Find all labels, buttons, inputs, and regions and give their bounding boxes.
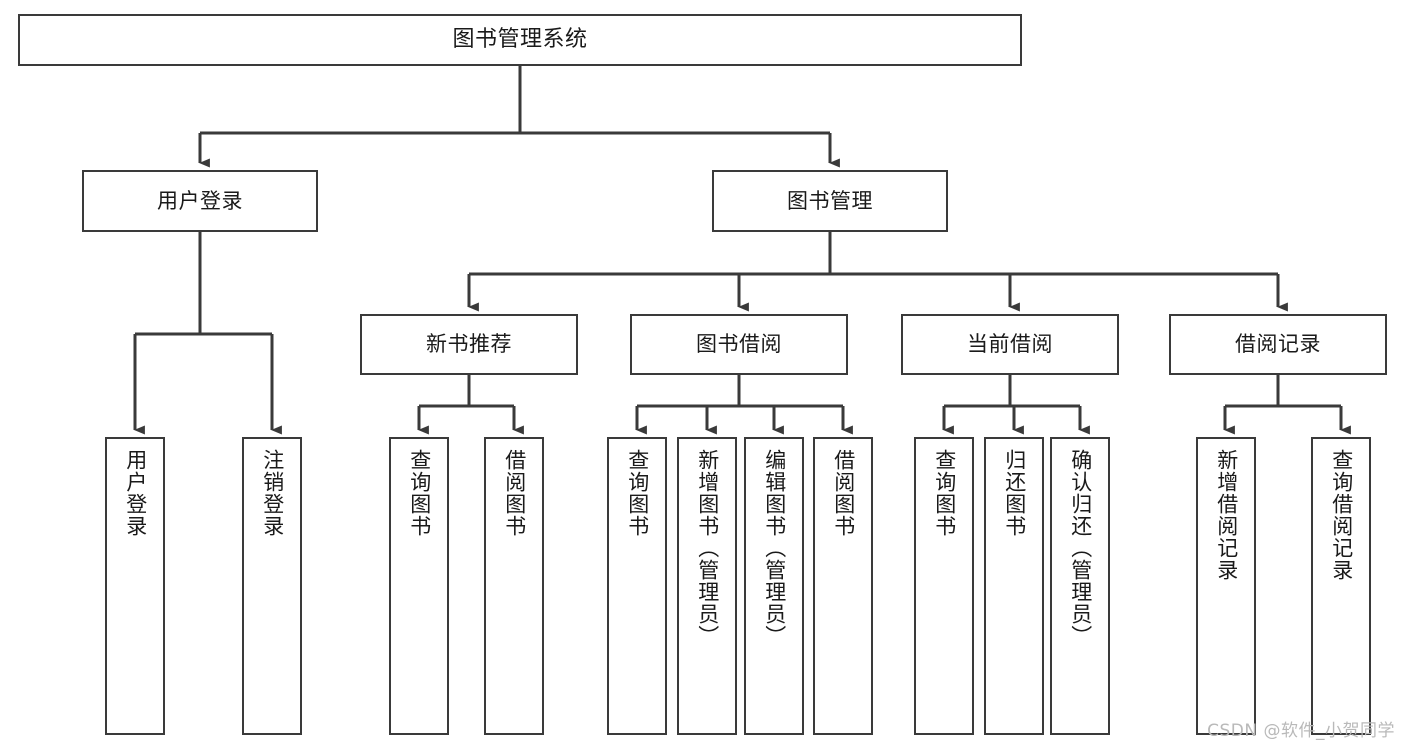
node-leaf-logout-login[interactable]: 注销登录 (242, 437, 302, 735)
node-leaf-query-book-3-label: 查询图书 (932, 449, 957, 537)
node-leaf-user-login-label: 用户登录 (123, 449, 148, 537)
node-leaf-query-record-label: 查询借阅记录 (1329, 449, 1354, 581)
node-current-borrow[interactable]: 当前借阅 (901, 314, 1119, 375)
node-leaf-query-book-2[interactable]: 查询图书 (607, 437, 667, 735)
node-new-book-recommend-label: 新书推荐 (426, 332, 512, 357)
node-leaf-borrow-book-1-label: 借阅图书 (502, 449, 527, 537)
node-root-label: 图书管理系统 (452, 27, 588, 53)
node-leaf-borrow-book-2[interactable]: 借阅图书 (813, 437, 873, 735)
node-leaf-return-book[interactable]: 归还图书 (984, 437, 1044, 735)
node-book-manage[interactable]: 图书管理 (712, 170, 948, 232)
node-leaf-return-book-label: 归还图书 (1002, 449, 1027, 537)
node-book-borrow-label: 图书借阅 (696, 332, 782, 357)
node-leaf-edit-book[interactable]: 编辑图书（管理员） (744, 437, 804, 735)
node-new-book-recommend[interactable]: 新书推荐 (360, 314, 578, 375)
node-leaf-query-book-1[interactable]: 查询图书 (389, 437, 449, 735)
node-leaf-query-book-2-label: 查询图书 (625, 449, 650, 537)
node-leaf-user-login[interactable]: 用户登录 (105, 437, 165, 735)
node-current-borrow-label: 当前借阅 (967, 332, 1053, 357)
node-leaf-add-book-label: 新增图书（管理员） (695, 449, 720, 647)
node-user-login[interactable]: 用户登录 (82, 170, 318, 232)
node-borrow-record-label: 借阅记录 (1235, 332, 1321, 357)
node-leaf-logout-login-label: 注销登录 (260, 449, 285, 537)
node-book-manage-label: 图书管理 (787, 188, 873, 213)
node-root[interactable]: 图书管理系统 (18, 14, 1022, 66)
node-leaf-add-book[interactable]: 新增图书（管理员） (677, 437, 737, 735)
node-leaf-confirm-return[interactable]: 确认归还（管理员） (1050, 437, 1110, 735)
node-borrow-record[interactable]: 借阅记录 (1169, 314, 1387, 375)
node-leaf-borrow-book-2-label: 借阅图书 (831, 449, 856, 537)
node-user-login-label: 用户登录 (157, 188, 243, 213)
node-book-borrow[interactable]: 图书借阅 (630, 314, 848, 375)
node-leaf-add-record[interactable]: 新增借阅记录 (1196, 437, 1256, 735)
node-leaf-edit-book-label: 编辑图书（管理员） (762, 449, 787, 647)
node-leaf-add-record-label: 新增借阅记录 (1214, 449, 1239, 581)
node-leaf-query-book-3[interactable]: 查询图书 (914, 437, 974, 735)
node-leaf-query-book-1-label: 查询图书 (407, 449, 432, 537)
node-leaf-confirm-return-label: 确认归还（管理员） (1068, 449, 1093, 647)
node-leaf-borrow-book-1[interactable]: 借阅图书 (484, 437, 544, 735)
node-leaf-query-record[interactable]: 查询借阅记录 (1311, 437, 1371, 735)
